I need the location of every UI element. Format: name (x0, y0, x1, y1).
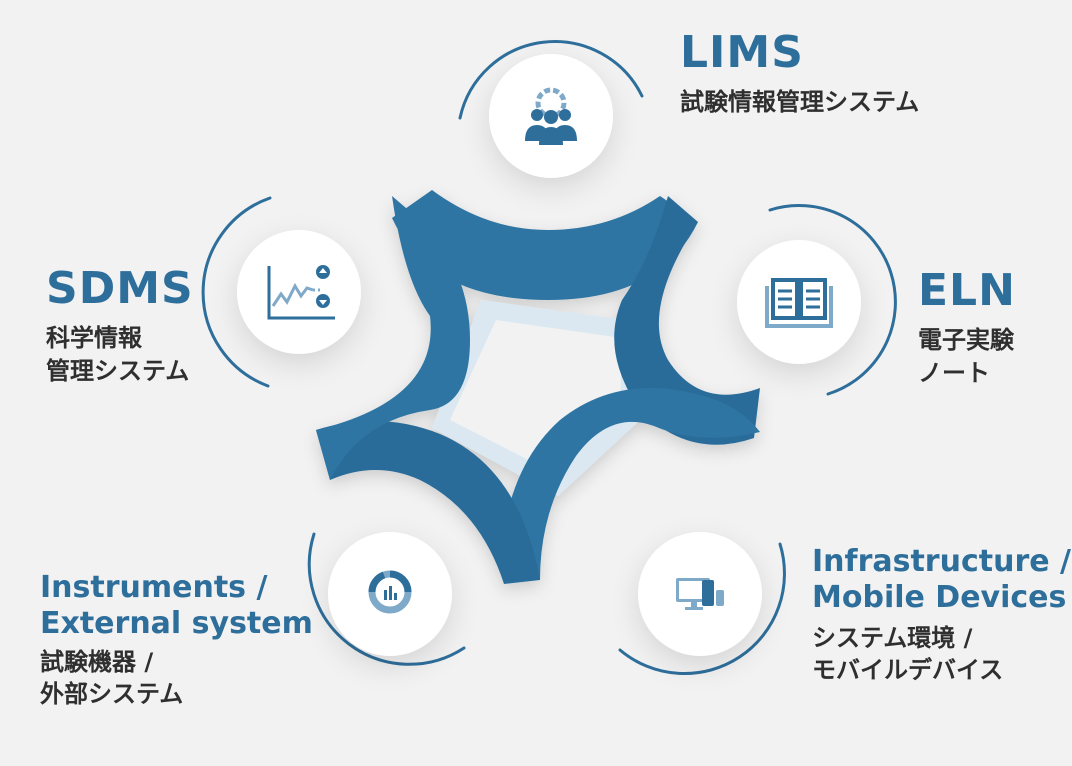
infra-subtitle-line-1: システム環境 / (812, 624, 973, 652)
eln-subtitle-line-2: ノート (918, 358, 990, 387)
instruments-label: Instruments / External system 試験機器 / 外部シ… (40, 570, 313, 711)
instruments-subtitle-line-1: 試験機器 / (40, 648, 154, 676)
instruments-subtitle-line-2: 外部システム (40, 680, 184, 709)
donut-chart-icon (368, 570, 412, 614)
infra-arc (618, 542, 786, 675)
ring-segment-left (316, 196, 470, 480)
sdms-subtitle-line-2: 管理システム (46, 356, 190, 385)
node-eln (737, 204, 897, 396)
eln-subtitle-line-1: 電子実験 (918, 326, 1014, 355)
node-sdms (201, 196, 361, 388)
line-chart-icon (267, 265, 335, 320)
sdms-subtitle-line-1: 科学情報 (46, 324, 142, 353)
node-instruments (307, 532, 466, 666)
lims-label: LIMS 試験情報管理システム (680, 27, 920, 119)
open-book-icon (765, 278, 833, 328)
devices-icon (676, 578, 724, 610)
lims-subtitle: 試験情報管理システム (680, 88, 920, 117)
infra-label: Infrastructure / Mobile Devices システム環境 /… (812, 544, 1071, 687)
lims-title: LIMS (680, 27, 804, 78)
infra-title-line-2: Mobile Devices (812, 580, 1067, 615)
eln-label: ELN 電子実験 ノート (918, 265, 1016, 389)
instruments-title-line-1: Instruments / (40, 570, 268, 605)
lims-arc (458, 40, 644, 120)
sdms-label: SDMS 科学情報 管理システム (46, 263, 194, 387)
instruments-title-line-2: External system (40, 606, 313, 641)
infra-subtitle-line-2: モバイルデバイス (812, 656, 1004, 685)
node-lims (458, 40, 644, 178)
instruments-arc (307, 532, 466, 666)
sdms-title: SDMS (46, 263, 194, 314)
sdms-arc (201, 196, 272, 388)
node-infra (618, 532, 786, 675)
people-gear-icon (525, 87, 577, 145)
eln-title: ELN (918, 265, 1016, 316)
eln-arc (768, 204, 897, 396)
infra-title-line-1: Infrastructure / (812, 544, 1071, 579)
ring-segment-top (392, 190, 698, 300)
ring-segment-bottom-right (500, 388, 760, 580)
ring-segment-right (614, 196, 760, 445)
central-ring (316, 190, 760, 584)
ring-segment-bottom-left (316, 420, 540, 584)
